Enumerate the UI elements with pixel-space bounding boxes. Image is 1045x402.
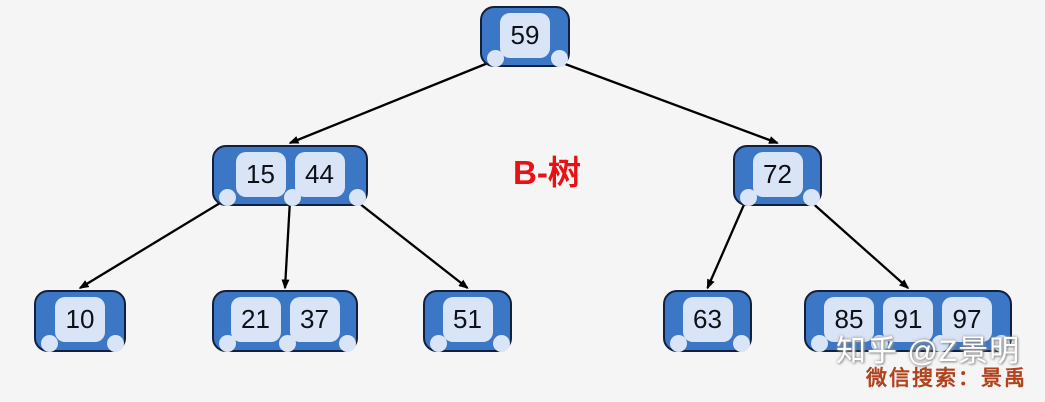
btree-node-n72: 72 — [733, 145, 822, 206]
child-pointer-dot — [429, 335, 447, 352]
child-pointer-dot — [486, 50, 504, 67]
key-cell: 59 — [500, 13, 550, 58]
key-cell: 72 — [752, 152, 803, 197]
child-pointer-dot — [218, 335, 236, 352]
tree-edge — [556, 59, 779, 145]
key-row: 63 — [665, 297, 750, 342]
key-row: 59 — [482, 13, 568, 58]
wechat-watermark: 微信搜索：景禹 — [866, 366, 1027, 390]
child-pointer-dot — [739, 189, 757, 206]
tree-edge — [808, 199, 910, 289]
key-cell: 91 — [883, 297, 933, 342]
key-cell: 15 — [235, 152, 286, 197]
key-row: 10 — [36, 297, 124, 342]
child-pointer-dot — [992, 335, 1010, 352]
child-pointer-dot — [106, 335, 124, 352]
child-pointer-dot — [810, 335, 828, 352]
child-pointer-dot — [492, 335, 510, 352]
tree-edge — [706, 199, 748, 290]
tree-edge — [354, 199, 469, 289]
key-cell: 37 — [289, 297, 340, 342]
key-row: 72 — [735, 152, 820, 197]
child-pointer-dot — [871, 335, 889, 352]
tree-edge — [288, 59, 494, 145]
key-cell: 44 — [294, 152, 345, 197]
zhihu-watermark: 知乎 @Z景明 — [836, 335, 1021, 368]
tree-edge — [78, 199, 226, 289]
key-row: 51 — [425, 297, 510, 342]
child-pointer-dot — [802, 189, 820, 206]
child-pointer-dot — [348, 189, 366, 206]
child-pointer-dot — [931, 335, 949, 352]
child-pointer-dot — [550, 50, 568, 67]
child-pointer-dot — [669, 335, 687, 352]
key-cell: 97 — [942, 297, 992, 342]
child-pointer-dot — [218, 189, 236, 206]
tree-edge — [281, 199, 292, 290]
key-cell: 21 — [230, 297, 281, 342]
key-cell: 51 — [442, 297, 493, 342]
child-pointer-dot — [283, 189, 301, 206]
child-pointer-dot — [40, 335, 58, 352]
key-cell: 63 — [682, 297, 733, 342]
diagram-title: B-树 — [513, 154, 581, 191]
child-pointer-dot — [278, 335, 296, 352]
btree-node-n10: 10 — [34, 290, 126, 352]
child-pointer-dot — [338, 335, 356, 352]
btree-node-root: 59 — [480, 6, 570, 67]
key-cell: 85 — [824, 297, 874, 342]
btree-node-n51: 51 — [423, 290, 512, 352]
child-pointer-dot — [732, 335, 750, 352]
btree-node-n63: 63 — [663, 290, 752, 352]
key-cell: 10 — [55, 297, 105, 342]
